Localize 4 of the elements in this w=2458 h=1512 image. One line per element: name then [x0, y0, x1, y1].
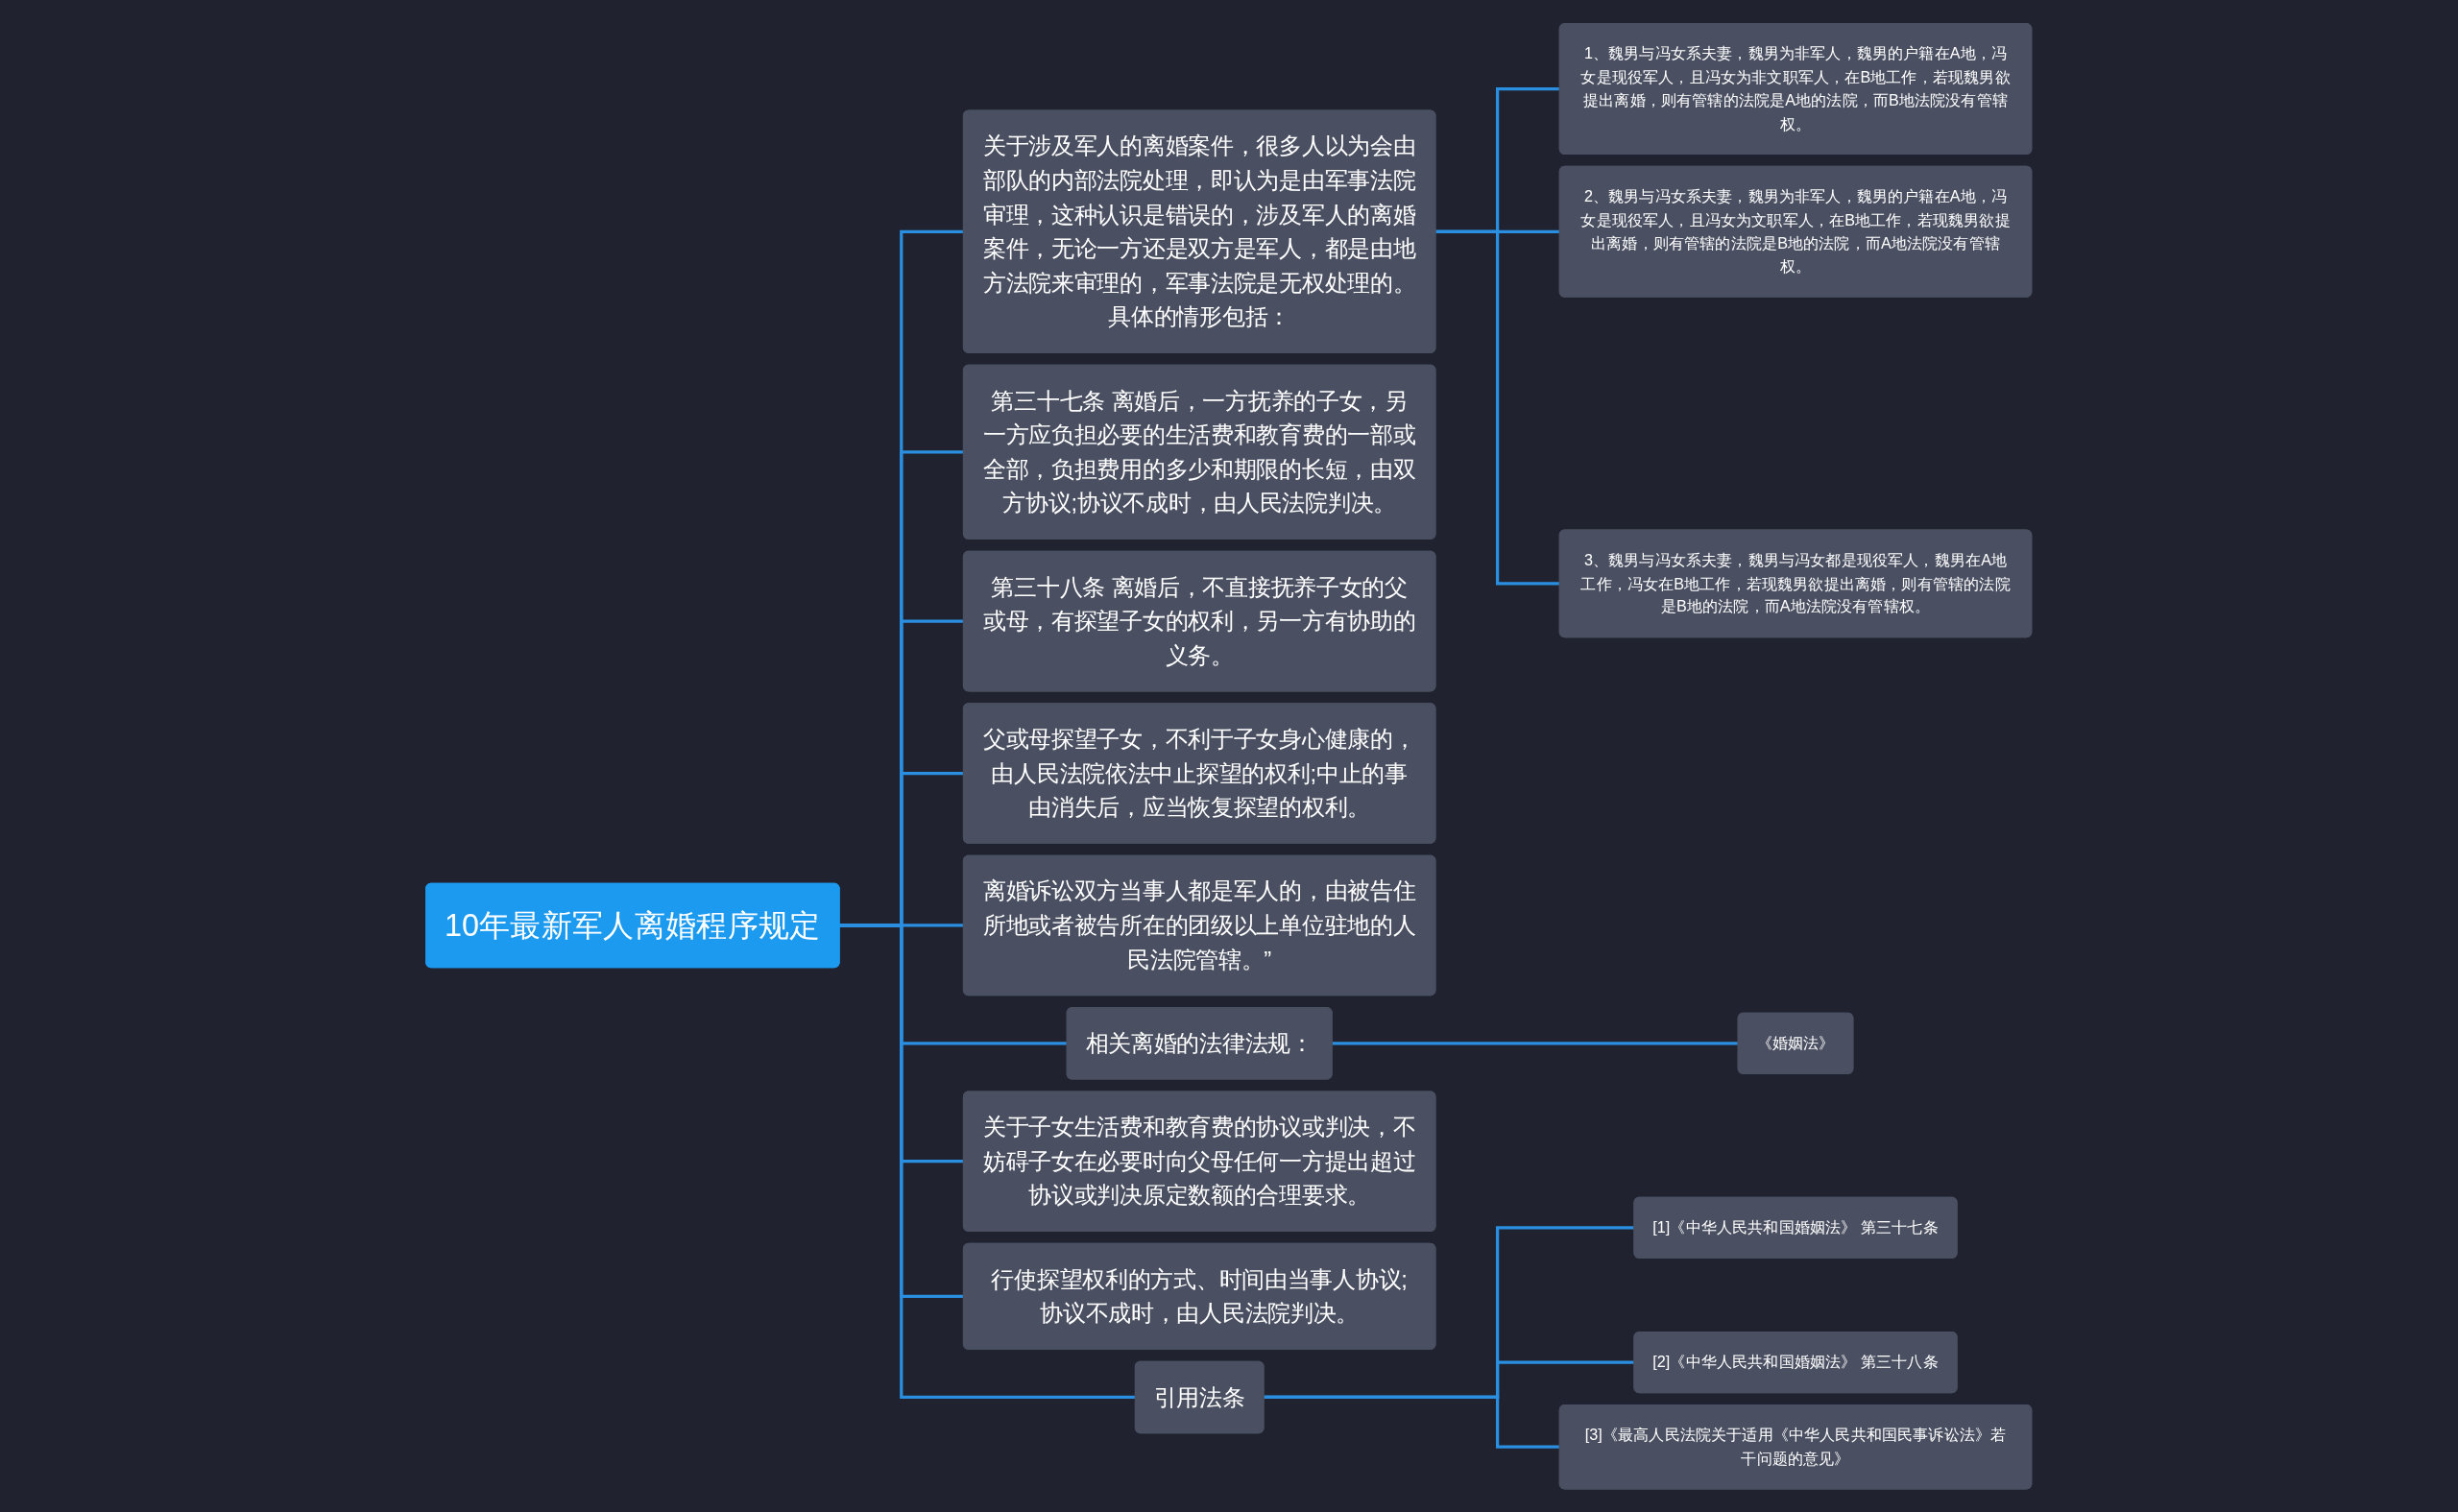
connector — [1264, 1395, 1560, 1449]
connector — [839, 924, 1136, 1399]
connector — [1435, 229, 1560, 586]
connector — [1332, 1042, 1739, 1045]
